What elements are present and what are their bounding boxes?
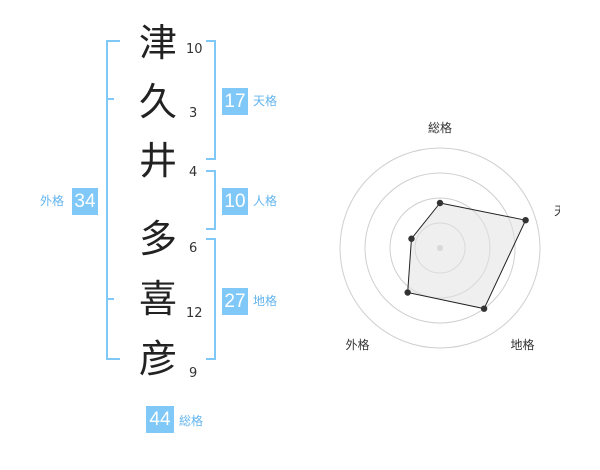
radar-axis-label-4: 外格 <box>345 337 369 352</box>
soukaku-value: 44 <box>146 406 174 433</box>
radar-chart: 総格天格地格外格人格 <box>339 120 560 352</box>
stroke-count-4: 6 <box>189 241 198 256</box>
radar-axis-label-2: 天格 <box>554 203 560 218</box>
name-char-5: 喜 <box>138 277 177 321</box>
stroke-count-6: 9 <box>189 366 198 381</box>
name-char-1: 津 <box>138 21 177 65</box>
radar-point-1 <box>436 199 444 207</box>
radar-point-3 <box>480 305 488 312</box>
radar-axis-label-3: 地格 <box>511 337 535 352</box>
name-char-3: 井 <box>138 139 177 183</box>
tenkaku-value: 17 <box>222 88 248 115</box>
radar-point-5 <box>408 235 415 242</box>
stroke-count-3: 4 <box>189 165 198 180</box>
radar-axis-label-1: 総格 <box>428 120 452 135</box>
radar-point-4 <box>404 289 411 296</box>
radar-polygon <box>407 202 527 310</box>
name-char-4: 多 <box>138 217 177 261</box>
jinkaku-value: 10 <box>222 188 248 215</box>
gaikaku-value: 34 <box>72 188 98 215</box>
stroke-count-2: 3 <box>189 106 198 121</box>
gaikaku-label: 外格 <box>40 194 65 208</box>
jinkaku-label: 人格 <box>253 194 278 208</box>
stroke-count-1: 10 <box>186 42 203 57</box>
soukaku-label: 総格 <box>179 414 204 428</box>
chikaku-label: 地格 <box>253 294 278 308</box>
stroke-count-5: 12 <box>186 306 203 321</box>
chikaku-value: 27 <box>222 288 248 315</box>
name-char-2: 久 <box>138 80 177 124</box>
radar-point-2 <box>522 216 529 224</box>
name-char-6: 彦 <box>138 337 177 381</box>
tenkaku-label: 天格 <box>253 94 278 108</box>
